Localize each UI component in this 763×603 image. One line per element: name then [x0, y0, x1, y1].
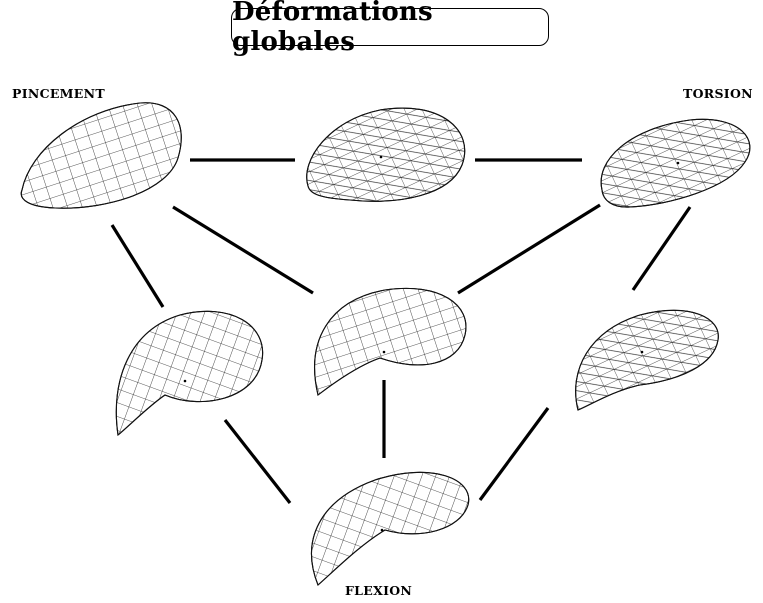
shape-pincement-flexion: [115, 310, 264, 437]
shape-original: [306, 107, 466, 202]
edge-twist-twistflex: [631, 206, 692, 291]
edge-lines: [110, 158, 692, 504]
edge-pinch-all: [172, 205, 314, 295]
shape-torsion-flexion: [575, 309, 719, 411]
edge-pinch-pinchflex: [110, 224, 165, 308]
shape-flexion: [311, 471, 470, 586]
shape-pincement: [20, 102, 182, 209]
shape-combined: [314, 287, 467, 396]
label-torsion: TORSION: [683, 86, 753, 101]
edge-pinchflex-flex: [223, 419, 292, 504]
shape-torsion: [600, 118, 751, 208]
edge-twistflex-flex: [478, 407, 550, 501]
label-flexion: FLEXION: [345, 583, 413, 598]
edge-twist-all: [457, 203, 601, 295]
label-pincement: PINCEMENT: [12, 86, 105, 101]
